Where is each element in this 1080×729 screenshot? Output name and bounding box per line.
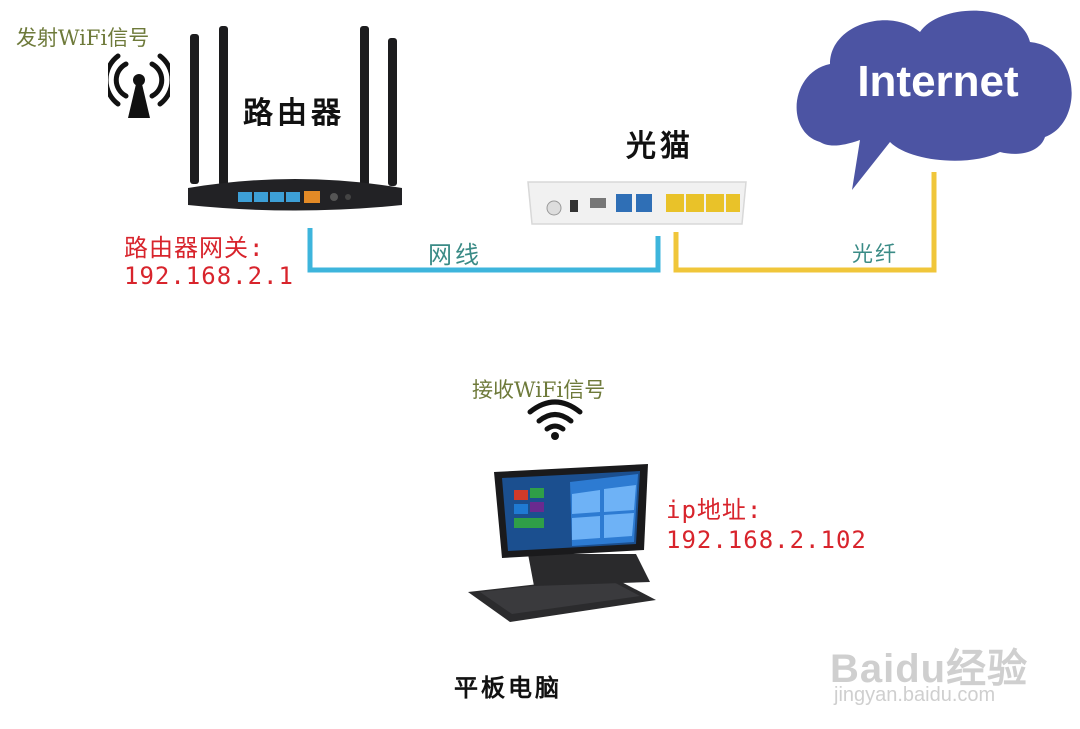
tablet-image: [468, 464, 656, 622]
tablet-label: 平板电脑: [454, 673, 562, 702]
fiber-label: 光纤: [852, 242, 898, 266]
modem-label: 光猫: [626, 129, 694, 164]
router-gateway-title: 路由器网关:: [124, 234, 265, 262]
receive-wifi-label: 接收WiFi信号: [472, 378, 606, 402]
internet-cloud: Internet: [796, 10, 1072, 190]
antenna-icon: [108, 53, 170, 118]
watermark-url: jingyan.baidu.com: [834, 684, 996, 706]
internet-text: Internet: [857, 57, 1019, 106]
modem-image: [527, 181, 747, 225]
wifi-icon: [527, 399, 583, 440]
router-gateway-ip: 192.168.2.1: [124, 262, 294, 290]
ip-value: 192.168.2.102: [666, 526, 867, 554]
fiber-line: [673, 172, 937, 273]
network-cable-line: [307, 228, 661, 273]
router-image: [188, 26, 402, 211]
emit-wifi-label: 发射WiFi信号: [16, 26, 150, 50]
router-label: 路由器: [243, 96, 345, 131]
cable-label: 网线: [428, 241, 482, 269]
ip-title: ip地址:: [666, 496, 763, 524]
watermark-brand: Baidu经验: [830, 647, 1029, 691]
